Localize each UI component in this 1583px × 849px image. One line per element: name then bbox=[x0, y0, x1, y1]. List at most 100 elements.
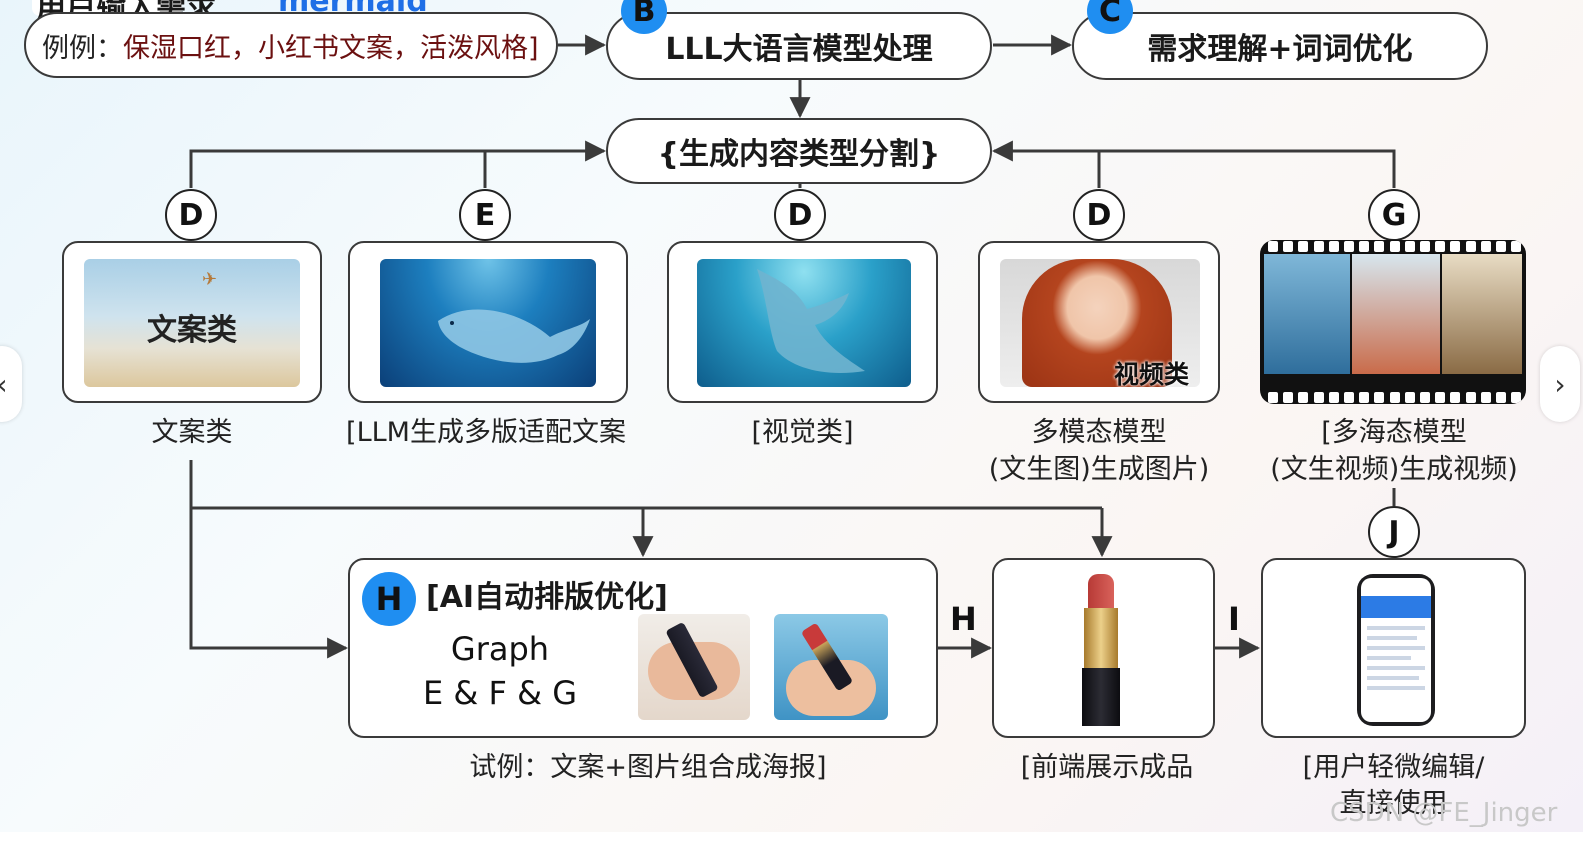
portrait-image: 视频类 bbox=[1000, 259, 1200, 387]
film-sprocket-hole bbox=[1465, 241, 1476, 252]
phone-screen bbox=[1361, 578, 1431, 722]
caption-copy: 文案类 bbox=[151, 417, 233, 448]
understanding-label: 需求理解+词词优化 bbox=[1147, 32, 1413, 67]
edge-copy-to-layout bbox=[189, 460, 349, 659]
layout-title: [AI自动排版优化] bbox=[426, 580, 668, 615]
film-sprocket-hole bbox=[1359, 392, 1370, 403]
user-caption-2: 直接使用 bbox=[1339, 788, 1448, 819]
film-sprocket-hole bbox=[1268, 241, 1278, 252]
film-sprocket-hole bbox=[1389, 241, 1400, 252]
film-sprocket-hole bbox=[1435, 392, 1446, 403]
film-sprocket-hole bbox=[1511, 392, 1522, 403]
film-sprocket-hole bbox=[1283, 241, 1294, 252]
film-sprocket-hole bbox=[1420, 392, 1430, 403]
film-sprocket-hole bbox=[1268, 392, 1278, 403]
badge-c-letter: C bbox=[1098, 0, 1122, 29]
phone-line-6 bbox=[1367, 676, 1419, 680]
multimodal-card: 视频类 bbox=[978, 241, 1220, 403]
bottom-strip bbox=[0, 832, 1583, 849]
film-sprocket-hole bbox=[1496, 241, 1506, 252]
branch-letter-2: E bbox=[459, 189, 511, 241]
film-sprocket-hole bbox=[1328, 392, 1339, 403]
film-sprocket-hole bbox=[1496, 392, 1506, 403]
phone-header-bar bbox=[1361, 596, 1431, 618]
lipstick-tip bbox=[1088, 574, 1114, 610]
user-node bbox=[1261, 558, 1526, 738]
edge-right-branch bbox=[991, 140, 1396, 188]
film-frame-1 bbox=[1264, 254, 1350, 374]
film-sprocket-hole bbox=[1344, 392, 1354, 403]
edge-letter-j: J bbox=[1368, 506, 1420, 558]
beach-image: ✈ 文案类 bbox=[84, 259, 300, 387]
film-sprocket-hole bbox=[1420, 241, 1430, 252]
split-node: {生成内容类型分割} bbox=[606, 118, 992, 184]
edge-left-branch bbox=[189, 140, 607, 188]
badge-b: B bbox=[621, 0, 667, 34]
copy-card-label: 文案类 bbox=[147, 313, 237, 348]
caption-video-2: (文生视频)生成视频) bbox=[1270, 454, 1518, 485]
frontend-node bbox=[992, 558, 1215, 738]
caption-llm-copy: [LLM生成多版适配文案 bbox=[346, 417, 626, 448]
input-example-prefix: 例例： bbox=[42, 32, 123, 64]
graph-line-2: E & F & G bbox=[422, 674, 577, 712]
film-frame-3 bbox=[1442, 254, 1522, 374]
phone-line-4 bbox=[1367, 656, 1411, 660]
dolphin-image bbox=[380, 259, 596, 387]
phone-line-2 bbox=[1367, 636, 1417, 640]
lipstick-gold-band bbox=[1084, 608, 1118, 670]
film-sprocket-hole bbox=[1328, 241, 1339, 252]
phone-line-7 bbox=[1367, 686, 1425, 690]
next-arrow-icon[interactable]: › bbox=[1540, 346, 1580, 422]
branch-letter-1: D bbox=[165, 189, 217, 241]
graph-line-1: Graph bbox=[450, 630, 550, 668]
video-film-strip bbox=[1260, 240, 1526, 404]
film-sprocket-hole bbox=[1298, 392, 1309, 403]
visual-card bbox=[667, 241, 938, 403]
lipstick-hand-image-2 bbox=[774, 614, 888, 720]
film-sprocket-hole bbox=[1344, 241, 1354, 252]
frontend-caption: [前端展示成品 bbox=[1020, 752, 1194, 783]
portrait-label: 视频类 bbox=[1114, 360, 1190, 387]
llm-processing-node: LLL大语言模型处理 bbox=[606, 12, 992, 80]
layout-node: H [AI自动排版优化] Graph E & F & G bbox=[348, 558, 938, 738]
film-sprocket-hole bbox=[1374, 241, 1385, 252]
user-caption-1: [用户轻微编辑/ bbox=[1302, 752, 1485, 783]
llm-copy-card bbox=[348, 241, 628, 403]
film-sprocket-hole bbox=[1450, 241, 1461, 252]
portrait-face bbox=[1022, 259, 1172, 387]
caption-multimodal-2: (文生图)生成图片) bbox=[988, 454, 1210, 485]
prev-arrow-icon[interactable]: ‹ bbox=[0, 346, 22, 422]
film-sprocket-hole bbox=[1480, 392, 1491, 403]
film-sprocket-hole bbox=[1511, 241, 1522, 252]
llm-processing-label: LLL大语言模型处理 bbox=[665, 32, 933, 67]
tail-image bbox=[697, 259, 911, 387]
caption-multimodal-1: 多模态模型 bbox=[1031, 417, 1167, 448]
understanding-node: 需求理解+词词优化 bbox=[1072, 12, 1488, 80]
phone-icon bbox=[1357, 574, 1435, 726]
input-example-body: 保湿口红，小红书文案，活泼风格] bbox=[123, 32, 539, 64]
film-sprocket-hole bbox=[1404, 241, 1415, 252]
film-sprocket-hole bbox=[1389, 392, 1400, 403]
phone-line-3 bbox=[1367, 646, 1425, 650]
branch-letter-5: G bbox=[1368, 189, 1420, 241]
badge-c: C bbox=[1087, 0, 1133, 34]
film-sprocket-hole bbox=[1359, 241, 1370, 252]
copy-card: ✈ 文案类 bbox=[62, 241, 322, 403]
lipstick-hand-image-1 bbox=[638, 614, 750, 720]
badge-b-letter: B bbox=[632, 0, 656, 29]
phone-line-5 bbox=[1367, 666, 1425, 670]
layout-caption: 试例：文案+图片组合成海报] bbox=[469, 752, 827, 783]
film-sprocket-hole bbox=[1435, 241, 1446, 252]
input-example-node: 例例： 保湿口红，小红书文案，活泼风格] bbox=[24, 12, 558, 78]
split-label: {生成内容类型分割} bbox=[657, 137, 941, 172]
film-sprocket-hole bbox=[1465, 392, 1476, 403]
film-sprocket-hole bbox=[1374, 392, 1385, 403]
film-sprocket-hole bbox=[1283, 392, 1294, 403]
watermark: CSDN @FE_Jinger bbox=[1330, 798, 1558, 828]
film-frame-2 bbox=[1352, 254, 1440, 374]
seagull-icon: ✈ bbox=[202, 269, 218, 290]
film-sprocket-hole bbox=[1313, 241, 1324, 252]
badge-h: H bbox=[362, 572, 416, 626]
film-sprocket-hole bbox=[1298, 241, 1309, 252]
caption-video-1: [多海态模型 bbox=[1321, 417, 1467, 448]
